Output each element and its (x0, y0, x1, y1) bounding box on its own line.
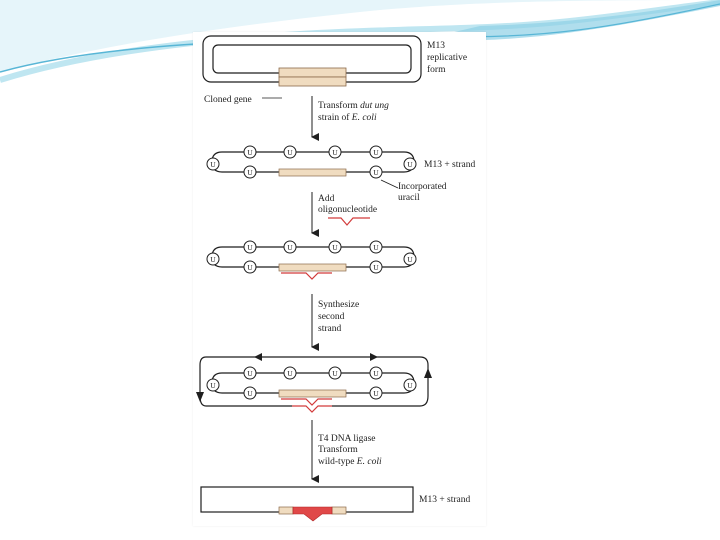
uracil-icon (403, 157, 417, 171)
wave-mid-band (0, 0, 720, 83)
uracil-letter: U (247, 243, 253, 252)
m13-rf-label-3: form (427, 64, 446, 75)
uracil-icon (243, 240, 257, 254)
cloned-gene-segment (278, 168, 347, 177)
uracil-letter: U (247, 168, 253, 177)
ligase-label-1: T4 DNA ligase (318, 434, 376, 444)
uracil-letter: U (247, 369, 253, 378)
m13-rf-label-1: M13 (427, 41, 445, 51)
arrowhead-icon (254, 353, 262, 361)
uracil-icon (369, 260, 383, 274)
m13-rf-label-2: replicative (427, 53, 467, 63)
uracil-icon (369, 366, 383, 380)
oligonucleotide-annealed (281, 272, 332, 280)
uracil-letter: U (407, 160, 413, 169)
uracil-letter: U (332, 243, 338, 252)
uracil-icon (283, 240, 297, 254)
cloned-gene-lower (278, 76, 347, 87)
uracil-letter: U (373, 243, 379, 252)
mutant-gene-segment (292, 506, 333, 522)
synth-label-3: strand (318, 324, 341, 334)
transform-label-2: strain of E. coli (318, 112, 377, 123)
cloned-gene-label: Cloned gene (204, 95, 252, 105)
uracil-letter: U (287, 369, 293, 378)
uracil-letter: U (210, 255, 216, 264)
uracil-icon (369, 165, 383, 179)
add-label-1: Add (318, 194, 335, 204)
second-strand-stage: U U U U U U U U (196, 353, 432, 413)
uracil-icon (243, 145, 257, 159)
add-label-2: oligonucleotide (318, 205, 377, 215)
final-gene-left (278, 506, 294, 515)
uracil-letter: U (332, 148, 338, 157)
uracil-letter: U (287, 148, 293, 157)
uracil-icon (243, 260, 257, 274)
synth-label-1: Synthesize (318, 300, 359, 310)
uracil-letter: U (247, 148, 253, 157)
m13-plus-strand-label: M13 + strand (424, 160, 476, 170)
uracil-icon (243, 386, 257, 400)
uracil-letter: U (210, 381, 216, 390)
uracil-icon (403, 378, 417, 392)
cloned-gene-segment (278, 389, 347, 398)
uracil-icon (403, 252, 417, 266)
uracil-icon (369, 386, 383, 400)
incorporated-uracil-label-2: uracil (398, 193, 420, 203)
uracil-letter: U (332, 369, 338, 378)
oligonucleotide-extended (292, 405, 332, 413)
uracil-letter: U (247, 263, 253, 272)
wave-light-band (0, 0, 720, 72)
uracil-icon (283, 145, 297, 159)
uracil-letter: U (373, 263, 379, 272)
incorporated-uracil-label-1: Incorporated (398, 182, 447, 192)
uracil-letter: U (247, 389, 253, 398)
uracil-icon (328, 366, 342, 380)
synthesized-strand-right (262, 356, 429, 407)
uracil-letter: U (287, 243, 293, 252)
uracil-letter: U (373, 148, 379, 157)
final-m13-label: M13 + strand (419, 495, 471, 505)
uracil-letter: U (373, 389, 379, 398)
uracil-dna-stage: U U U U U U U U (206, 145, 417, 179)
incorporated-pointer (380, 179, 399, 189)
arrowhead-icon (196, 392, 204, 402)
uracil-letter: U (210, 160, 216, 169)
wave-right-band (420, 0, 720, 41)
uracil-icon (283, 366, 297, 380)
oligonucleotide-annealed (281, 398, 332, 406)
synth-label-2: second (318, 312, 345, 322)
cloned-gene-segment (278, 263, 347, 272)
uracil-icon (328, 145, 342, 159)
uracil-icon (206, 378, 220, 392)
ligase-label-2: Transform (318, 444, 358, 455)
uracil-icon (243, 366, 257, 380)
oligonucleotide-free (328, 217, 370, 226)
uracil-icon (369, 240, 383, 254)
arrowhead-icon (370, 353, 378, 361)
annealed-oligo-stage: U U U U U U U U (206, 240, 417, 280)
uracil-icon (328, 240, 342, 254)
uracil-icon (206, 252, 220, 266)
uracil-icon (243, 165, 257, 179)
ligase-label-3: wild-type E. coli (318, 457, 382, 467)
final-gene-right (331, 506, 347, 515)
uracil-letter: U (407, 381, 413, 390)
final-m13-strand: M13 + strand (200, 486, 471, 522)
uracil-icon (369, 145, 383, 159)
transform-label-1: Transform dut ung (318, 100, 389, 111)
synthesized-strand-left (199, 356, 292, 407)
diagram-panel (193, 32, 486, 526)
uracil-letter: U (407, 255, 413, 264)
m13-replicative-form: M13 replicative form Cloned gene (202, 35, 467, 105)
uracil-icon (206, 157, 220, 171)
uracil-letter: U (373, 168, 379, 177)
uracil-letter: U (373, 369, 379, 378)
cloned-gene-upper (278, 67, 347, 78)
arrowhead-icon (424, 368, 432, 378)
